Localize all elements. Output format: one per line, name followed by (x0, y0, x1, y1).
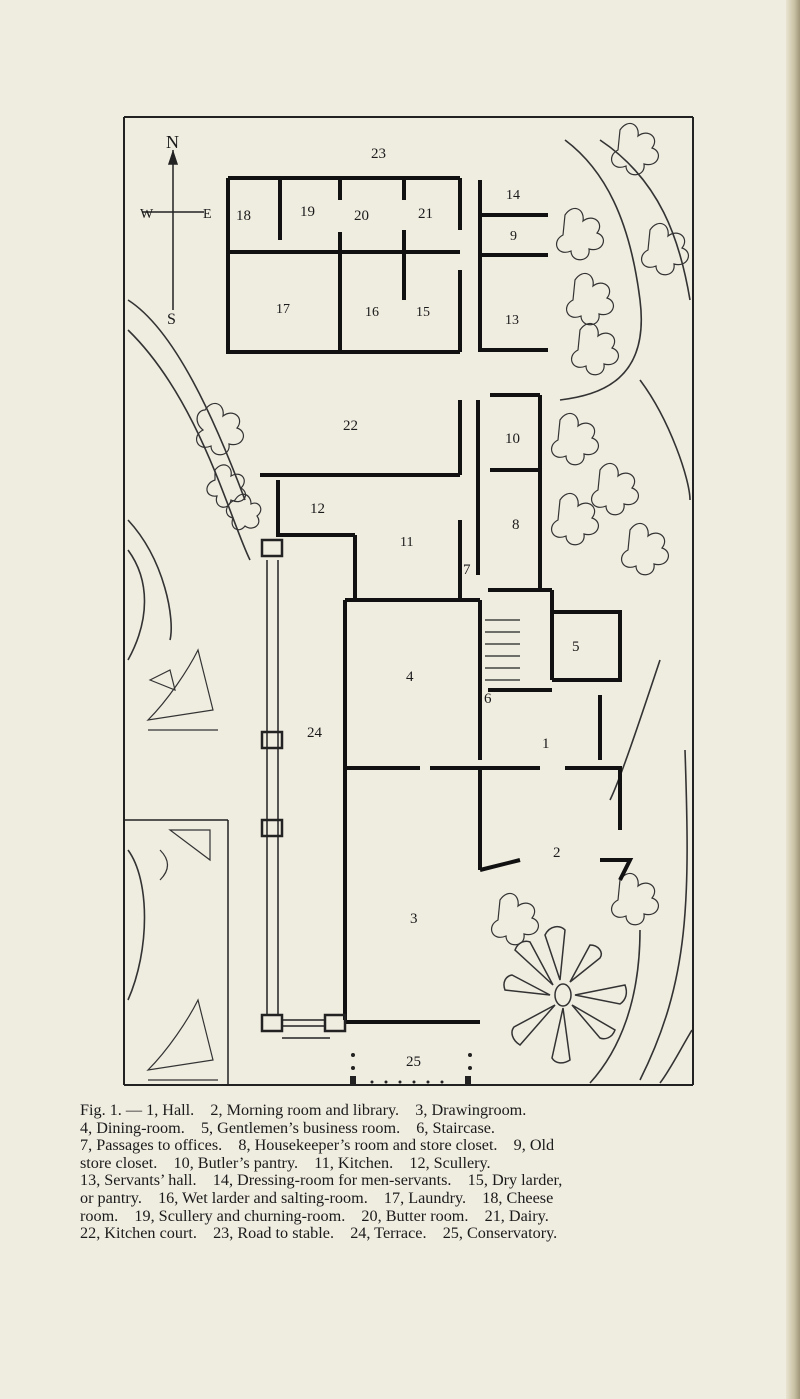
compass-east-label: E (203, 207, 212, 222)
room-label-20: 20 (354, 208, 369, 224)
room-label-14: 14 (506, 188, 520, 203)
room-label-16: 16 (365, 305, 379, 320)
room-label-3: 3 (410, 911, 418, 927)
room-label-23: 23 (371, 146, 386, 162)
room-label-19: 19 (300, 204, 315, 220)
page-edge (786, 0, 800, 1399)
caption-line: 22, Kitchen court. 23, Road to stable. 2… (80, 1224, 558, 1243)
room-label-13: 13 (505, 313, 519, 328)
caption-line: 7, Passages to offices. 8, Housekeeper’s… (80, 1136, 555, 1155)
room-label-4: 4 (406, 669, 414, 685)
room-label-1: 1 (542, 736, 550, 752)
shrubbery (146, 122, 690, 1081)
caption-line: Fig. 1. — 1, Hall. 2, Morning room and l… (80, 1101, 527, 1119)
room-label-8: 8 (512, 517, 520, 533)
room-label-2: 2 (553, 845, 561, 861)
caption-line: or pantry. 16, Wet larder and salting-ro… (80, 1188, 554, 1207)
room-label-6: 6 (484, 691, 492, 707)
room-label-25: 25 (406, 1054, 421, 1070)
compass-south-label: S (167, 311, 176, 328)
caption-line: 4, Dining-room. 5, Gentlemen’s business … (80, 1118, 495, 1137)
room-label-12: 12 (310, 501, 325, 517)
staircase (485, 619, 520, 681)
conservatory-outline (350, 1053, 472, 1084)
compass-north-label: N (166, 132, 179, 152)
terrace-walk (260, 538, 347, 1039)
room-label-17: 17 (276, 302, 290, 317)
caption-line: store closet. 10, Butler’s pantry. 11, K… (80, 1153, 491, 1172)
compass (142, 149, 204, 310)
room-label-15: 15 (416, 305, 430, 320)
parterre-fan (503, 925, 628, 1064)
compass-west-label: W (140, 207, 154, 222)
room-label-24: 24 (307, 725, 323, 741)
room-label-5: 5 (572, 639, 580, 655)
room-label-7: 7 (463, 562, 471, 578)
room-label-21: 21 (418, 206, 433, 222)
floor-plan: N S W E (123, 116, 694, 1086)
plan-frame (123, 116, 694, 1086)
room-label-9: 9 (510, 229, 517, 244)
caption-line: room. 19, Scullery and churning-room. 20… (80, 1206, 549, 1225)
carriage-drive (127, 139, 693, 1084)
figure-caption: Fig. 1. — 1, Hall. 2, Morning room and l… (80, 1101, 742, 1243)
room-label-10: 10 (505, 431, 520, 447)
room-label-11: 11 (400, 535, 413, 550)
walls (226, 176, 634, 1024)
room-label-18: 18 (236, 208, 251, 224)
room-label-22: 22 (343, 418, 358, 434)
caption-line: 13, Servants’ hall. 14, Dressing-room fo… (80, 1171, 563, 1190)
